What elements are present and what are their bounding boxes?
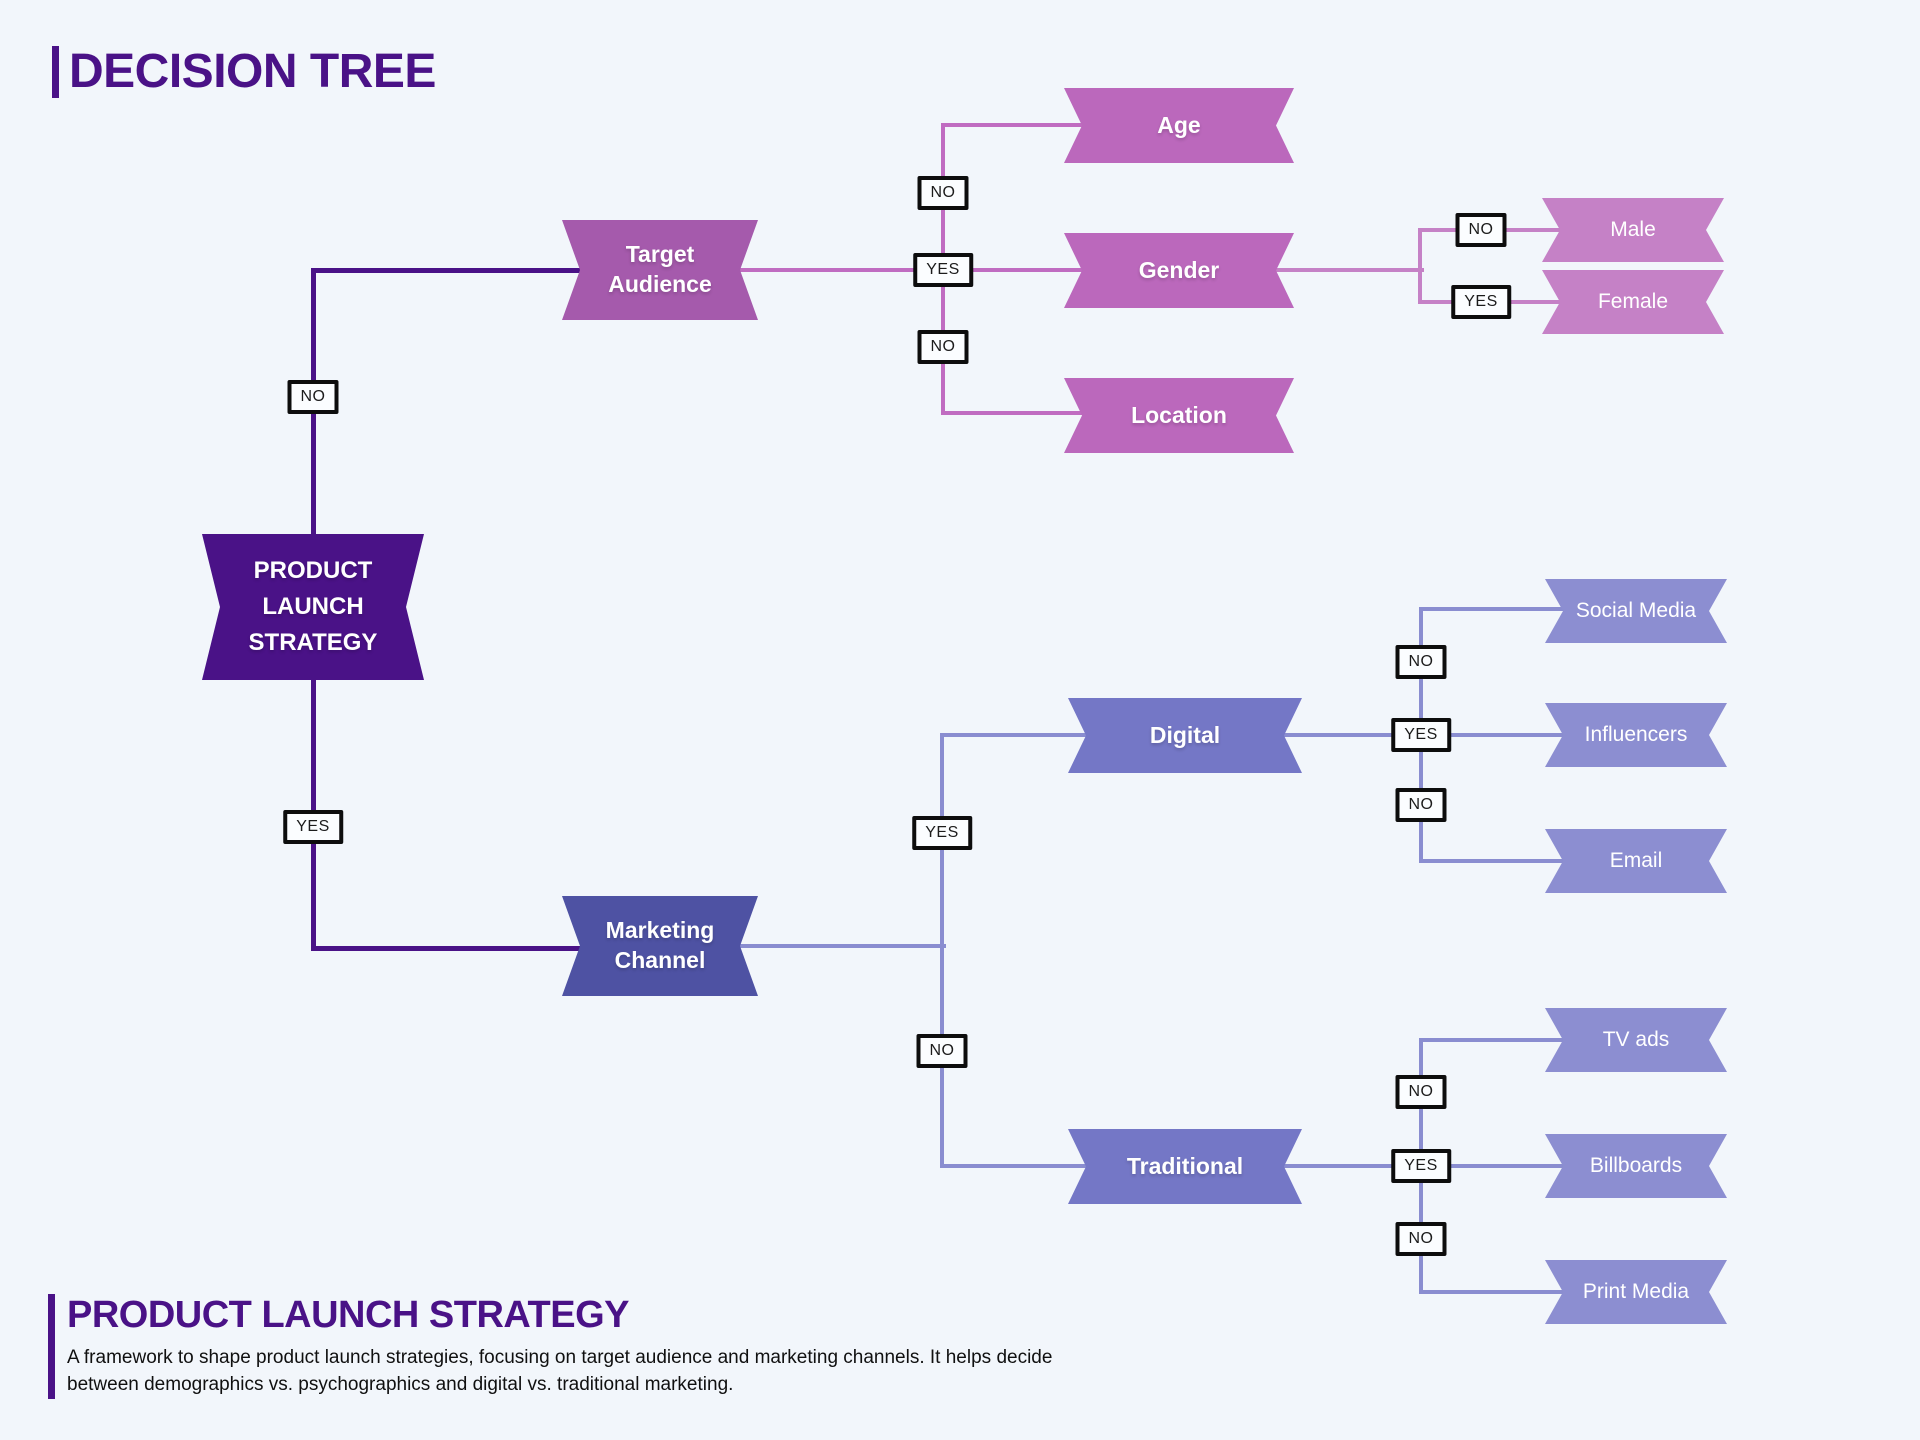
node-billboards-label: Billboards (1589, 1154, 1683, 1177)
node-influencers-label: Influencers (1584, 723, 1688, 746)
edge-marketing-channel-digital-line (940, 733, 1088, 737)
node-product-launch-strategy-label: PRODUCT LAUNCH STRATEGY (248, 557, 378, 656)
edge-label-traditional-tv-ads: NO (1395, 1075, 1447, 1109)
edge-label-traditional-print-media: NO (1395, 1222, 1447, 1256)
node-traditional: Traditional (1068, 1129, 1302, 1204)
edge-label-target-audience-age: NO (917, 176, 969, 210)
footer-description: A framework to shape product launch stra… (67, 1347, 1053, 1395)
edge-label-marketing-channel-traditional: NO (916, 1034, 968, 1068)
node-digital: Digital (1068, 698, 1302, 773)
edge-target-audience-gender-line (941, 268, 1084, 272)
node-print-media: Print Media (1545, 1260, 1727, 1324)
node-location-label: Location (1131, 402, 1227, 428)
footer-accent-bar (48, 1294, 55, 1399)
footer-block: PRODUCT LAUNCH STRATEGY A framework to s… (48, 1294, 1077, 1399)
edge-target-audience-location-line (941, 411, 1084, 415)
node-traditional-label: Traditional (1126, 1153, 1244, 1179)
node-gender: Gender (1064, 233, 1294, 308)
edge-marketing-channel-out-line (733, 944, 946, 948)
node-age-label: Age (1157, 112, 1201, 138)
node-billboards: Billboards (1545, 1134, 1727, 1198)
title-accent-bar (52, 45, 59, 98)
node-marketing-channel-label: Marketing Channel (605, 917, 715, 973)
node-male: Male (1542, 198, 1724, 262)
node-product-launch-strategy: PRODUCT LAUNCH STRATEGY (202, 534, 424, 680)
page-title-block: DECISION TREE (52, 44, 436, 99)
edge-traditional-print-media-line (1419, 1290, 1565, 1294)
node-location: Location (1064, 378, 1294, 453)
node-male-label: Male (1610, 218, 1656, 241)
edge-marketing-channel-traditional-line (940, 1164, 1088, 1168)
node-email: Email (1545, 829, 1727, 893)
node-tv-ads: TV ads (1545, 1008, 1727, 1072)
node-social-media: Social Media (1545, 579, 1727, 643)
node-tv-ads-label: TV ads (1602, 1028, 1670, 1051)
edge-label-gender-male: NO (1455, 213, 1507, 247)
node-age: Age (1064, 88, 1294, 163)
edge-label-digital-influencers: YES (1391, 718, 1451, 752)
edge-gender-junction-line-v (1418, 228, 1422, 304)
node-print-media-label: Print Media (1582, 1280, 1690, 1303)
node-gender-label: Gender (1138, 257, 1220, 283)
node-influencers: Influencers (1545, 703, 1727, 767)
footer-heading: PRODUCT LAUNCH STRATEGY (67, 1294, 630, 1336)
edge-label-marketing-channel-digital: YES (912, 816, 972, 850)
node-target-audience-label: Target Audience (608, 241, 712, 297)
edge-label-gender-female: YES (1451, 285, 1511, 319)
edge-label-target-audience-location: NO (917, 330, 969, 364)
edge-digital-email-line (1419, 859, 1565, 863)
edge-target-audience-age-line (941, 123, 1084, 127)
edge-label-root-marketing-channel: YES (283, 810, 343, 844)
edge-digital-social-media-line (1419, 607, 1565, 611)
edge-traditional-tv-ads-line (1419, 1038, 1565, 1042)
edge-target-audience-out-line (738, 268, 947, 272)
edge-label-target-audience-gender: YES (913, 253, 973, 287)
edge-marketing-channel-junction-line-v (940, 733, 944, 1168)
node-digital-label: Digital (1149, 722, 1221, 748)
edge-gender-out-line (1274, 268, 1424, 272)
node-female: Female (1542, 270, 1724, 334)
node-email-label: Email (1609, 849, 1663, 872)
edge-label-traditional-billboards: YES (1391, 1149, 1451, 1183)
node-target-audience: Target Audience (562, 220, 758, 320)
node-marketing-channel: Marketing Channel (562, 896, 758, 996)
page-title: DECISION TREE (69, 45, 436, 98)
edge-root-target-audience-line-h (311, 268, 583, 273)
node-social-media-label: Social Media (1575, 599, 1697, 622)
edge-root-marketing-channel-line-h (311, 946, 585, 951)
node-female-label: Female (1597, 290, 1669, 313)
edge-label-root-target-audience: NO (287, 380, 339, 414)
edge-label-digital-social-media: NO (1395, 645, 1447, 679)
edge-label-digital-email: NO (1395, 788, 1447, 822)
